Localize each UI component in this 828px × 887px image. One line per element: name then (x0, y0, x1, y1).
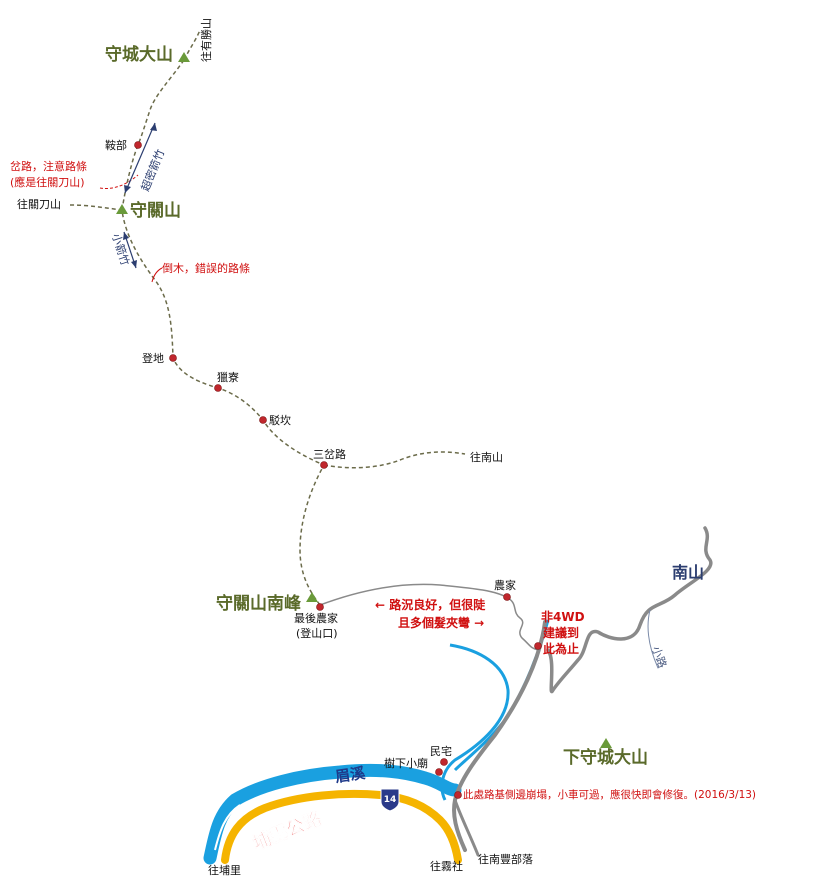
fork-note-line2: (應是往關刀山) (10, 175, 85, 189)
peak-south: 守關山南峰 (216, 592, 318, 614)
wd-note-line2: 建議到 (542, 625, 579, 640)
farm-road (319, 583, 539, 651)
nanshan-road (546, 526, 713, 694)
road-note-line1: ← 路況良好，但很陡 (375, 597, 486, 612)
waypoint-collapse (454, 791, 462, 799)
waypoint-4wd-limit (534, 642, 542, 650)
sanchalu-label: 三岔路 (313, 448, 346, 461)
peak-shoucheng-label: 守城大山 (105, 44, 173, 65)
trail-to-youshengshan (183, 29, 201, 61)
road-to-nanfeng (453, 798, 480, 857)
peak-triangle-icon (600, 738, 612, 748)
nanshan-label: 南山 (672, 563, 704, 582)
peak-xia-shoucheng-label: 下守城大山 (563, 747, 648, 768)
small-road-label: 小路 (649, 645, 669, 670)
shrine-label: 樹下小廟 (384, 756, 428, 770)
waypoint-anbu (134, 141, 142, 149)
waypoint-jiankan (259, 416, 267, 424)
highway-number: 14 (384, 795, 397, 805)
to-nanshan-label: 往南山 (470, 450, 503, 464)
peak-triangle-icon (178, 52, 190, 62)
small-road (647, 609, 659, 669)
waypoint-lieliao (214, 384, 222, 392)
to-puli-label: 往埔里 (208, 863, 241, 877)
river-layer (203, 619, 550, 865)
peak-triangle-icon (116, 204, 128, 214)
farm-label: 農家 (494, 578, 516, 592)
to-youshengshan-label: 往有勝山 (199, 18, 213, 62)
wd-note-line1: 非4WD (541, 609, 585, 624)
hiking-trail (121, 59, 326, 606)
road-note-line2: 且多個髮夾彎 → (398, 615, 484, 630)
peak-shoucheng: 守城大山 (105, 44, 190, 65)
river-meixi (203, 763, 462, 865)
to-wushe-label: 往霧社 (430, 859, 463, 873)
lieliao-label: 獵寮 (217, 370, 239, 384)
waypoints (134, 141, 542, 799)
dengdi-label: 登地 (142, 351, 164, 365)
dense-bamboo-arrow: 超密箭竹 (124, 122, 167, 194)
to-guandaoshan-label: 往關刀山 (17, 197, 61, 211)
river-tributary (440, 643, 510, 801)
to-nanfeng-label: 往南豐部落 (478, 852, 533, 866)
waypoint-shrine (435, 768, 443, 776)
river-label: 眉溪 (334, 764, 367, 786)
fallen-tree-note: 倒木，錯誤的路條 (162, 261, 250, 275)
collapse-note: 此處路基側邊崩塌，小車可過，應很快即會修復。(2016/3/13) (463, 788, 756, 801)
anbu-label: 鞍部 (105, 138, 127, 152)
wd-note-line3: 此為止 (543, 641, 579, 656)
highway-shield-icon (380, 788, 400, 812)
fallen-tree-pointer-icon (151, 267, 163, 283)
peak-shouguan: 守關山 (116, 200, 181, 221)
waypoint-dengdi (169, 354, 177, 362)
main-road-east (452, 620, 547, 852)
river-east (453, 619, 550, 772)
trailhead-label: (登山口) (296, 626, 338, 640)
jiankan-label: 駁坎 (269, 414, 291, 427)
highway-14-shield: 14 (380, 788, 400, 812)
peak-south-label: 守關山南峰 (216, 593, 302, 614)
trail-to-guandaoshan (69, 204, 123, 211)
waypoint-house (440, 758, 448, 766)
peak-shouguan-label: 守關山 (130, 200, 181, 221)
road-layer (319, 526, 713, 857)
peak-xia-shoucheng: 下守城大山 (563, 738, 648, 768)
fork-note-line1: 岔路，注意路條 (10, 159, 87, 173)
house-label: 民宅 (430, 744, 452, 758)
last-farm-label: 最後農家 (294, 611, 338, 625)
trail-to-nanshan (323, 451, 466, 469)
waypoint-sanchalu (320, 461, 328, 469)
small-bamboo-arrow: 小箭竹 (109, 232, 137, 269)
waypoint-farm (503, 593, 511, 601)
highway-14 (221, 789, 462, 864)
peak-triangle-icon (306, 592, 318, 602)
river-meixi-inner (214, 804, 241, 851)
river-flow-arrow-icon (231, 805, 253, 817)
fork-indicator (99, 174, 139, 189)
waypoint-last-farm (316, 603, 324, 611)
